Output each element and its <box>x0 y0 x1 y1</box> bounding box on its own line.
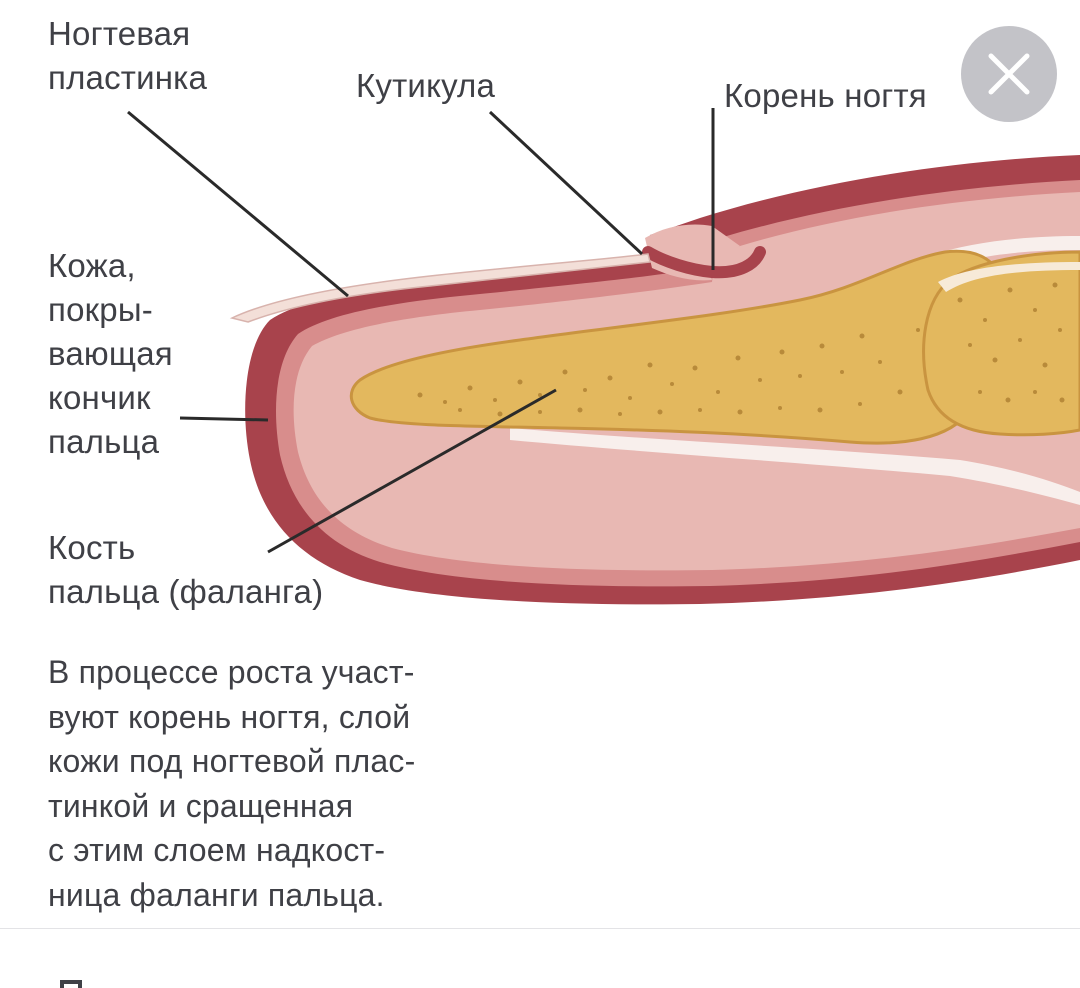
leader-lines <box>127 108 715 554</box>
caption-line-1: В процессе роста участ- <box>48 654 415 690</box>
label-nail-root: Корень ногтя <box>724 77 927 114</box>
label-nail-plate-line-2: пластинка <box>48 59 208 96</box>
caption-line-4: тинкой и сращенная <box>48 787 354 824</box>
caption-line-5: с этим слоем надкост- <box>48 832 386 868</box>
label-skin-tip: Кожа, покры- вающая кончик пальца <box>48 244 173 464</box>
next-content-peek <box>56 976 86 988</box>
label-skin-tip-line-4: кончик <box>48 379 151 416</box>
close-button[interactable] <box>961 26 1057 122</box>
leader-nail-plate <box>127 110 349 298</box>
nail-anatomy-figure: Ногтевая пластинка Кутикула Корень ногтя… <box>48 12 1080 917</box>
leader-bone <box>267 388 557 554</box>
caption-line-3: кожи под ногтевой плас- <box>48 743 416 779</box>
nail-plate <box>229 253 651 323</box>
bone-next-phalanx <box>922 250 1080 437</box>
caption-line-6: ница фаланги пальца. <box>48 876 385 913</box>
caption-line-2: вуют корень ногтя, слой <box>48 698 411 735</box>
label-bone-line-2: пальца (фаланга) <box>48 573 324 610</box>
label-skin-tip-line-2: покры- <box>48 291 153 328</box>
nail-anatomy-diagram <box>127 108 1080 605</box>
label-bone-line-1: Кость <box>48 529 136 566</box>
label-cuticle: Кутикула <box>356 67 496 104</box>
label-skin-tip-line-1: Кожа, <box>48 247 136 284</box>
leader-skin-tip <box>179 416 269 422</box>
bone-cartilage <box>938 262 1080 292</box>
leader-cuticle <box>488 110 644 256</box>
bone-speckles <box>417 282 1065 417</box>
label-skin-tip-line-5: пальца <box>48 423 160 460</box>
close-icon <box>988 53 1030 95</box>
label-skin-tip-line-3: вающая <box>48 335 173 372</box>
joint-space-lower <box>510 428 1080 505</box>
label-bone: Кость пальца (фаланга) <box>48 526 323 614</box>
label-nail-plate-line-1: Ногтевая <box>48 15 191 52</box>
nail-root-dark-line <box>642 246 766 279</box>
figure-caption: В процессе роста участ- вуют корень ногт… <box>48 650 528 917</box>
label-nail-plate: Ногтевая пластинка <box>48 12 207 100</box>
section-divider <box>0 928 1080 929</box>
